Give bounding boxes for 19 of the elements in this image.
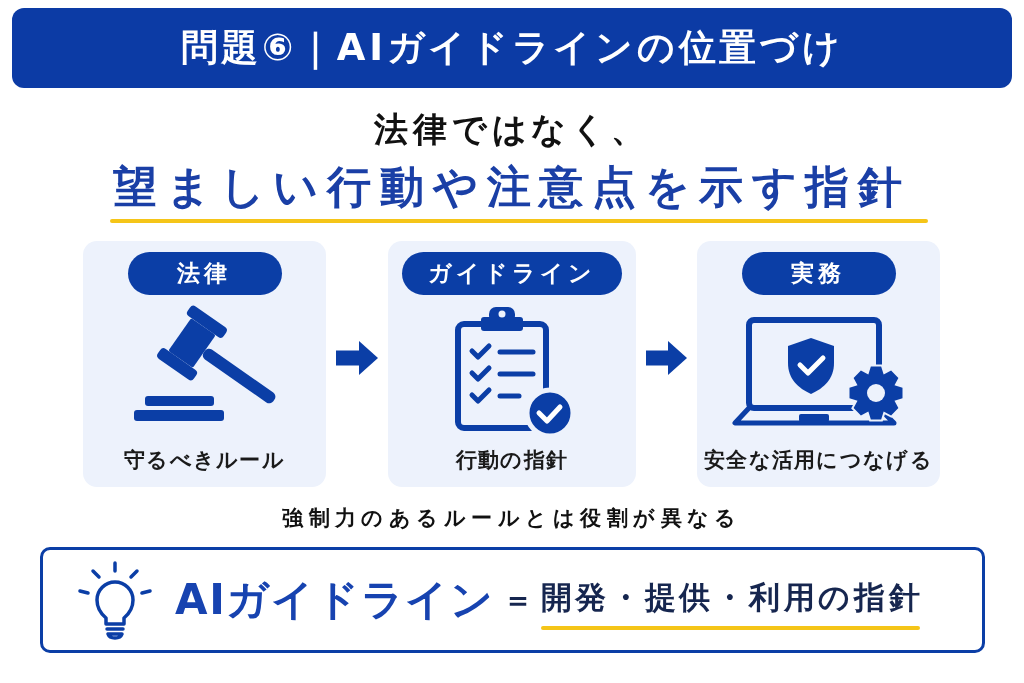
arrow bbox=[336, 341, 378, 375]
headline-text: 望ましい行動や注意点を示す指針 bbox=[113, 160, 911, 214]
summary-panel bbox=[40, 547, 985, 653]
card-caption: 安全な活用につなげる bbox=[704, 447, 933, 474]
title-text: 問題⑥｜AIガイドラインの位置づけ bbox=[180, 25, 844, 71]
step-card bbox=[83, 241, 326, 487]
step-card bbox=[697, 241, 940, 487]
equals-sign: ＝ bbox=[502, 581, 533, 619]
heading-pill: 実務 bbox=[741, 252, 896, 295]
note-text: 強制力のあるルールとは役割が異なる bbox=[282, 505, 742, 532]
subtitle-text: 法律ではなく、 bbox=[374, 108, 650, 150]
heading-pill: 法律 bbox=[127, 252, 282, 295]
heading-pill: ガイドライン bbox=[401, 252, 623, 295]
card-caption: 行動の指針 bbox=[455, 447, 569, 474]
arrow bbox=[646, 341, 687, 375]
card-caption: 守るべきルール bbox=[124, 447, 285, 474]
definition-text: 開発・提供・利用の指針 bbox=[540, 578, 924, 617]
step-card bbox=[388, 241, 636, 487]
term-text: AIガイドライン bbox=[175, 575, 495, 625]
